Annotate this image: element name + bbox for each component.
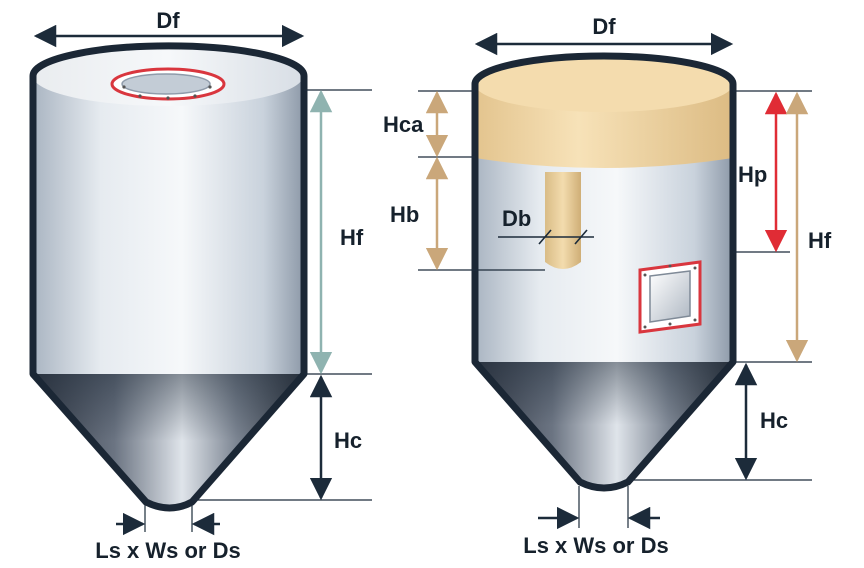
right-silo-outline <box>471 52 737 492</box>
right-outlet-label: Ls x Ws or Ds <box>523 533 668 558</box>
left-hf-label: Hf <box>340 225 364 250</box>
right-hc-label: Hc <box>760 408 788 433</box>
right-db-tick-left <box>538 229 552 245</box>
right-hp-label: Hp <box>738 162 767 187</box>
right-db-tick-right <box>574 229 588 245</box>
right-silo-filter-bag <box>545 172 581 269</box>
right-silo-cone-shade <box>475 362 733 488</box>
right-hf-label: Hf <box>808 228 832 253</box>
left-silo-outline <box>29 42 308 512</box>
right-silo: Df Hca Hb Db Hp Hf Hc L <box>383 14 832 558</box>
left-silo: Df Hf Hc Ls x Ws or Ds <box>29 8 372 563</box>
left-silo-body <box>33 76 304 374</box>
right-hca-label: Hca <box>383 112 424 137</box>
left-silo-cone-shade <box>33 374 304 508</box>
left-outlet-label: Ls x Ws or Ds <box>95 538 240 563</box>
right-db-label: Db <box>502 206 531 231</box>
left-df-label: Df <box>156 8 180 33</box>
right-hb-label: Hb <box>390 202 419 227</box>
left-silo-top-hatch <box>110 67 226 101</box>
right-silo-roof <box>475 56 733 112</box>
right-silo-inspection-panel <box>638 260 702 334</box>
right-df-label: Df <box>592 14 616 39</box>
left-hc-label: Hc <box>334 428 362 453</box>
